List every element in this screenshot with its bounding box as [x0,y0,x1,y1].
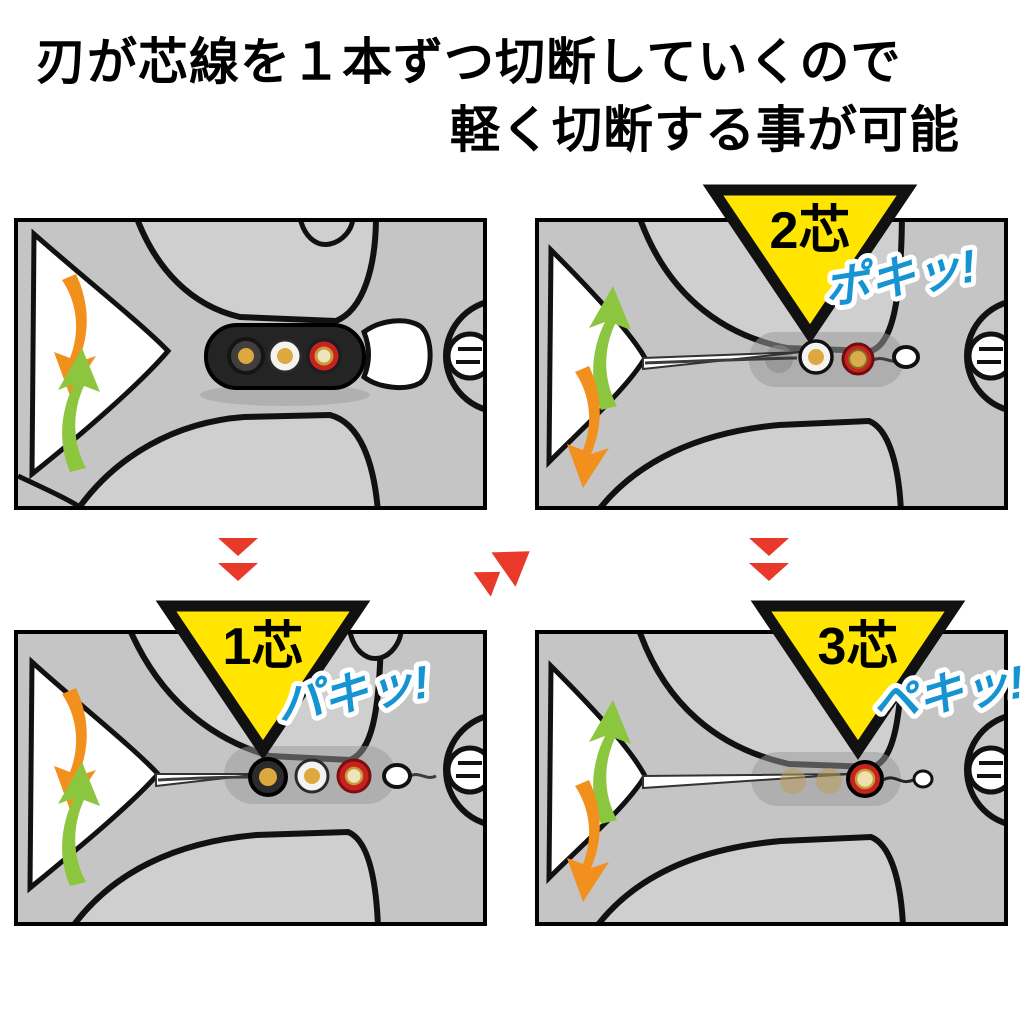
cut-wire-end [912,769,934,789]
callout-sound: パキッ! [273,655,433,730]
chevron-down [218,538,258,556]
chevron-down [749,563,789,581]
callout-label: 3芯 [818,618,899,676]
flow-arrow-down-left [218,538,258,581]
warning-triangle [702,184,918,344]
arrow-up-green [58,762,100,886]
pivot-screw [966,745,1004,795]
pivot-screw [966,331,1004,381]
chevron-down [749,538,789,556]
upper-jaw [135,222,379,325]
cut-wire-end [892,345,920,369]
flow-arrow-up-right [473,551,530,596]
arrow-down-orange-group [567,366,609,488]
panel-start [14,218,487,510]
callout-triangle: 1芯 [155,600,371,760]
core-black-center [259,768,277,786]
pivot-screw [445,331,483,381]
lower-jaw [596,833,906,922]
chevron-right-small [473,571,501,596]
screw-slots [977,347,1003,364]
core-white-center [277,348,293,364]
flow-arrow-down-right [749,538,789,581]
core-black-center [238,348,254,364]
callout-sound-art: パキッ! [268,650,438,735]
title-line-2: 軽く切断する事が可能 [450,102,960,158]
callout-step1: 1芯 パキッ! [155,598,438,760]
arrow-down-orange [567,366,609,488]
arrow-down-orange [567,780,609,902]
screw-slots [456,347,482,364]
screw-slots [456,761,482,778]
arrow-up-green [58,348,100,472]
core-ghost-1 [780,768,806,794]
warning-triangle [155,600,371,760]
top-notch [347,634,404,661]
arrow-up-green-group [589,286,631,410]
callout-triangle: 3芯 [750,600,966,760]
pivot-screw [445,745,483,795]
callout-sound-art: ポキッ! [815,234,985,319]
arrow-up-green [589,700,631,824]
core-red-center [344,766,364,786]
top-notch [298,222,355,247]
lower-jaw [72,828,381,922]
warning-triangle [750,600,966,760]
callout-label: 1芯 [223,618,304,676]
callout-sound: ペキッ! [868,655,1024,730]
panel-step3 [535,630,1008,926]
blade-gap [360,318,433,391]
lower-jaw [598,417,904,506]
chevron-right-large [491,551,530,587]
title-line-1: 刃が芯線を１本ずつ切断していくので [36,34,902,90]
callout-step3: 3芯 ペキッ! [750,598,1024,760]
arrow-down-orange-group [567,780,609,902]
core-white-center [304,768,320,784]
core-red-center [854,768,876,790]
callout-sound: ポキッ! [820,239,980,314]
panel-step3-art [539,634,1004,922]
callout-step2: 2芯 ポキッ! [702,182,985,344]
lower-jaw [76,411,381,506]
panel-start-art [18,222,483,506]
arrow-up-green [589,286,631,410]
wire-line [157,773,437,782]
core-white-center [808,349,824,365]
callout-label: 2芯 [770,202,851,260]
core-red-center [848,349,868,369]
arrow-up-green-group [589,700,631,824]
callout-sound-art: ペキッ! [863,650,1024,735]
callout-triangle: 2芯 [702,184,918,344]
chevron-down [218,563,258,581]
core-red-center [314,346,334,366]
cut-wire-end [382,763,412,789]
handle-curve [18,473,84,506]
core-ghost-2 [816,768,842,794]
wire-line [882,776,914,784]
screw-slots [977,761,1003,778]
